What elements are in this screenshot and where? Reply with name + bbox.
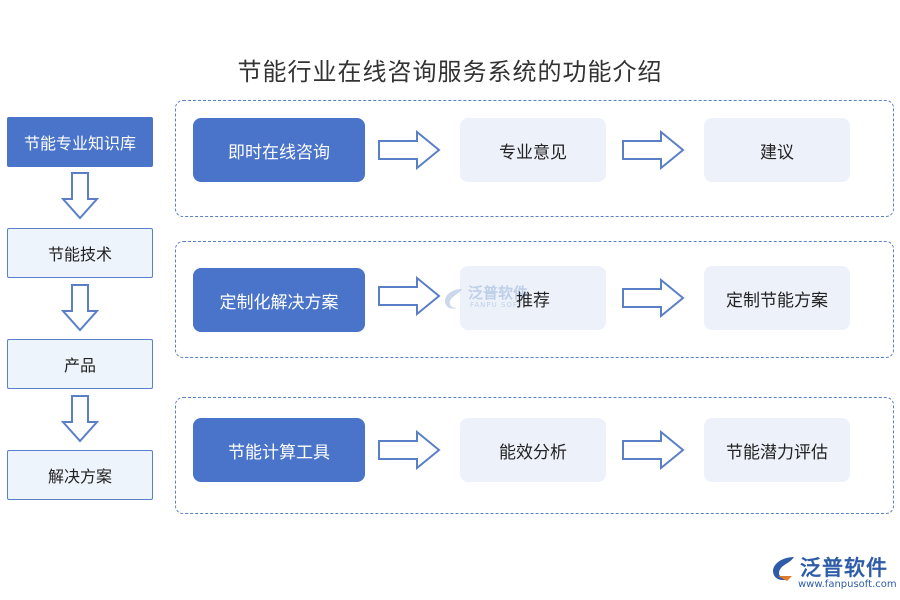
recommend-label: 推荐 xyxy=(516,290,550,311)
solution-box[interactable]: 解决方案 xyxy=(7,450,153,500)
fanpu-logo: 泛普软件 www.fanpusoft.com xyxy=(770,550,897,594)
down-arrow-icon xyxy=(60,395,100,443)
logo-url: www.fanpusoft.com xyxy=(798,579,897,590)
savings-potential-box[interactable]: 节能潜力评估 xyxy=(704,418,850,482)
tech-label: 节能技术 xyxy=(47,245,112,264)
fanpu-logo-icon xyxy=(773,557,794,581)
right-arrow-icon xyxy=(622,130,685,170)
expert-opinion-box[interactable]: 专业意见 xyxy=(460,118,606,182)
down-arrow-icon xyxy=(60,284,100,332)
custom-plan-box[interactable]: 定制节能方案 xyxy=(704,266,850,330)
expert-opinion-label: 专业意见 xyxy=(499,142,567,163)
page-title: 节能行业在线咨询服务系统的功能介绍 xyxy=(237,58,663,86)
advice-box[interactable]: 建议 xyxy=(704,118,850,182)
logo-text: 泛普软件 xyxy=(800,556,888,580)
custom-solution-button[interactable]: 定制化解决方案 xyxy=(193,268,365,332)
right-arrow-icon xyxy=(378,276,441,316)
knowledge-base-label: 节能专业知识库 xyxy=(23,134,136,153)
savings-potential-label: 节能潜力评估 xyxy=(726,442,828,463)
efficiency-analysis-label: 能效分析 xyxy=(499,442,567,463)
group-custom-solution xyxy=(175,241,894,358)
group-calc-tools xyxy=(175,397,894,514)
product-box[interactable]: 产品 xyxy=(7,339,153,389)
online-consult-button[interactable]: 即时在线咨询 xyxy=(193,118,365,182)
right-arrow-icon xyxy=(378,430,441,470)
online-consult-label: 即时在线咨询 xyxy=(228,142,330,163)
right-arrow-icon xyxy=(378,130,441,170)
efficiency-analysis-box[interactable]: 能效分析 xyxy=(460,418,606,482)
recommend-box[interactable]: 推荐 xyxy=(460,266,606,330)
custom-solution-label: 定制化解决方案 xyxy=(219,292,339,313)
down-arrow-icon xyxy=(60,172,100,220)
product-label: 产品 xyxy=(63,356,96,375)
solution-label: 解决方案 xyxy=(47,467,112,486)
right-arrow-icon xyxy=(622,430,685,470)
calc-tools-button[interactable]: 节能计算工具 xyxy=(193,418,365,482)
custom-plan-label: 定制节能方案 xyxy=(726,290,828,311)
advice-label: 建议 xyxy=(760,142,794,163)
calc-tools-label: 节能计算工具 xyxy=(228,442,330,463)
right-arrow-icon xyxy=(622,278,685,318)
knowledge-base-box[interactable]: 节能专业知识库 xyxy=(7,117,153,167)
tech-box[interactable]: 节能技术 xyxy=(7,228,153,278)
group-online-consult xyxy=(175,100,894,217)
